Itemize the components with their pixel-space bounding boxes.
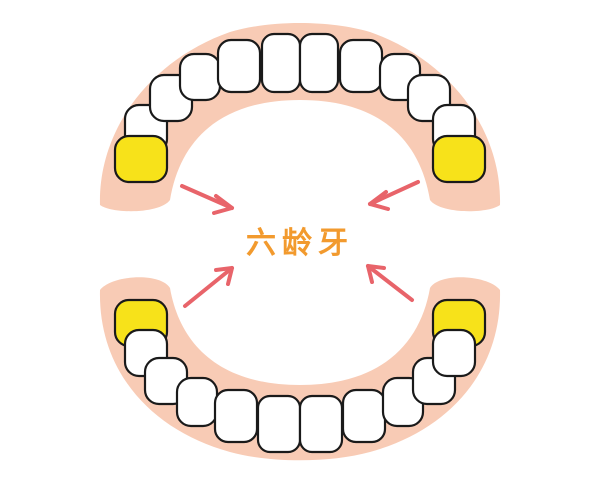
lower-tooth-left-2 [213,388,259,444]
lower-tooth-right-5 [431,328,477,378]
lower-tooth-right-1 [298,394,344,454]
upper-tooth-right-2 [338,38,384,94]
lower-tooth-left-1 [256,394,302,454]
six-year-molar-label: 六龄牙 [246,226,354,261]
upper-right-six-year-molar [431,134,487,184]
arrow-lower-left [183,266,234,308]
arrow-upper-left [180,184,234,215]
lower-teeth [113,298,487,454]
lower-tooth-left-3 [175,376,219,428]
upper-left-six-year-molar [113,134,169,184]
upper-tooth-left-2 [216,38,262,94]
upper-tooth-left-1 [260,32,302,94]
lower-tooth-right-2 [341,388,387,444]
upper-tooth-right-1 [298,32,340,94]
upper-tooth-left-3 [178,52,222,102]
arrow-upper-right [368,180,420,211]
arrow-lower-right [366,264,414,302]
upper-teeth [113,32,487,184]
